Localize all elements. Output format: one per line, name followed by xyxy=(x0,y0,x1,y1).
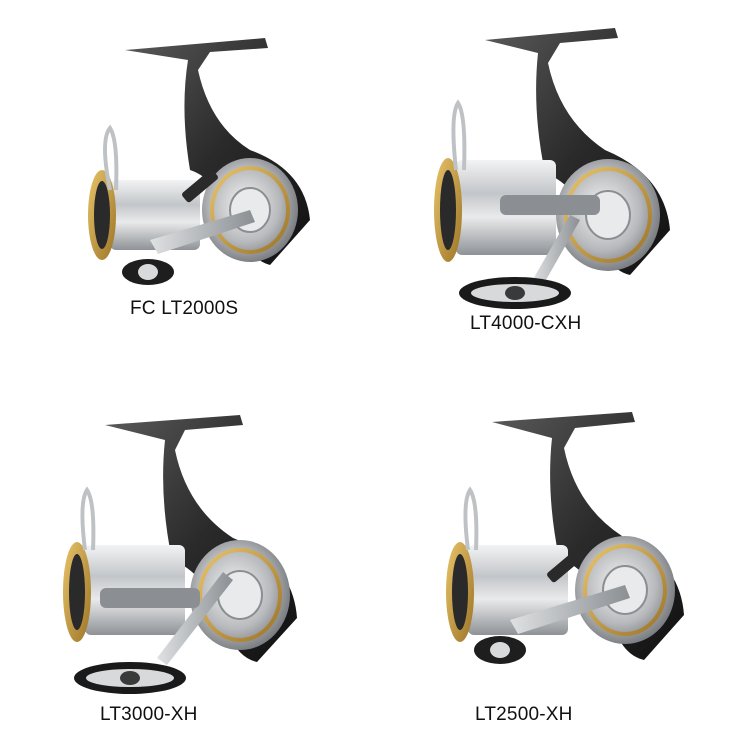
handle-arm xyxy=(510,585,630,634)
bail-wire xyxy=(80,486,96,551)
model-label: LT3000-XH xyxy=(100,704,198,725)
model-label: LT2500-XH xyxy=(475,704,573,725)
reel-image-3 xyxy=(63,415,297,694)
product-cell-4: LT2500-XH xyxy=(440,410,720,730)
product-cell-3: LT3000-XH xyxy=(55,410,345,730)
reel-image-2 xyxy=(434,28,670,309)
handle-arm xyxy=(532,215,580,287)
bail-wire xyxy=(463,486,479,551)
bail-wire xyxy=(103,124,119,191)
bail-wire xyxy=(451,99,467,171)
product-cell-2: LT4000-CXH xyxy=(430,25,720,345)
handle-arm xyxy=(150,210,255,254)
reel-image-1 xyxy=(88,38,310,285)
handle-arm xyxy=(157,572,233,665)
product-cell-1: FC LT2000S xyxy=(70,30,330,330)
reel-image-4 xyxy=(446,412,684,664)
model-label: FC LT2000S xyxy=(130,298,239,319)
model-label: LT4000-CXH xyxy=(470,313,582,334)
